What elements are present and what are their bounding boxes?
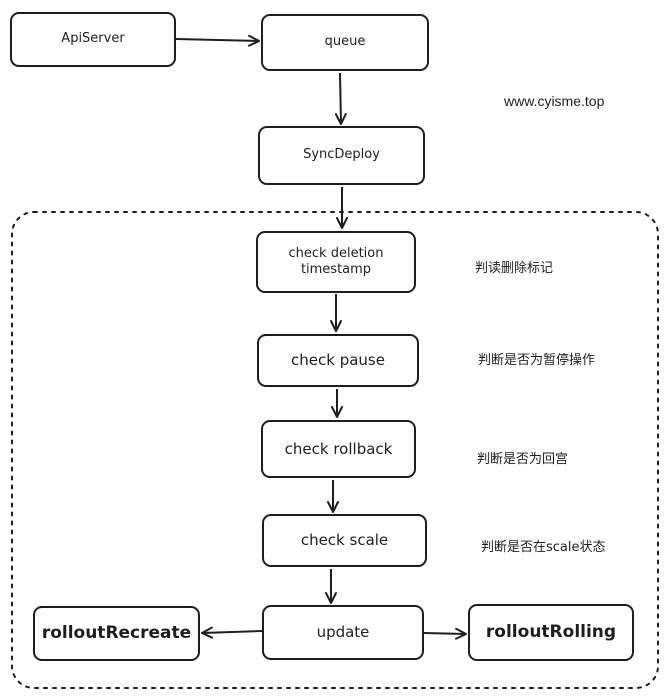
node-check-deletion-label-line2: timestamp <box>300 262 372 277</box>
node-rollout-recreate: rolloutRecreate <box>33 606 200 661</box>
node-apiserver: ApiServer <box>10 12 176 67</box>
node-rollout-rolling-label: rolloutRolling <box>485 621 617 642</box>
note-rollback: 判断是否为回宫 <box>477 452 569 467</box>
note-deletion: 判读删除标记 <box>475 261 554 276</box>
arrow-update-to-rollout-rolling <box>423 627 467 640</box>
node-update: update <box>262 605 424 660</box>
arrow-queue-to-syncdeploy <box>334 72 347 125</box>
node-check-scale: check scale <box>262 514 427 567</box>
node-syncdeploy-label: SyncDeploy <box>303 147 380 163</box>
node-check-scale-label: check scale <box>300 531 389 550</box>
node-check-rollback: check rollback <box>261 420 416 478</box>
node-check-deletion-timestamp: check deletion timestamp <box>256 231 416 293</box>
node-syncdeploy: SyncDeploy <box>258 126 425 185</box>
arrow-apiserver-to-queue <box>175 34 260 47</box>
node-check-rollback-label: check rollback <box>284 439 393 458</box>
note-pause: 判断是否为暂停操作 <box>478 353 596 368</box>
arrow-update-to-rollout-recreate <box>201 626 263 639</box>
watermark-text: www.cyisme.top <box>504 93 605 109</box>
node-queue-label: queue <box>324 34 366 50</box>
node-apiserver-label: ApiServer <box>61 31 125 47</box>
node-rollout-recreate-label: rolloutRecreate <box>41 622 192 643</box>
note-scale: 判断是否在scale状态 <box>481 540 606 555</box>
node-rollout-rolling: rolloutRolling <box>468 604 634 661</box>
node-check-deletion-label-line1: check deletion <box>288 245 384 261</box>
node-check-pause: check pause <box>257 334 419 387</box>
node-check-pause-label: check pause <box>291 351 385 370</box>
node-update-label: update <box>316 623 370 642</box>
sync-loop-region <box>11 211 659 689</box>
node-queue: queue <box>261 14 429 71</box>
